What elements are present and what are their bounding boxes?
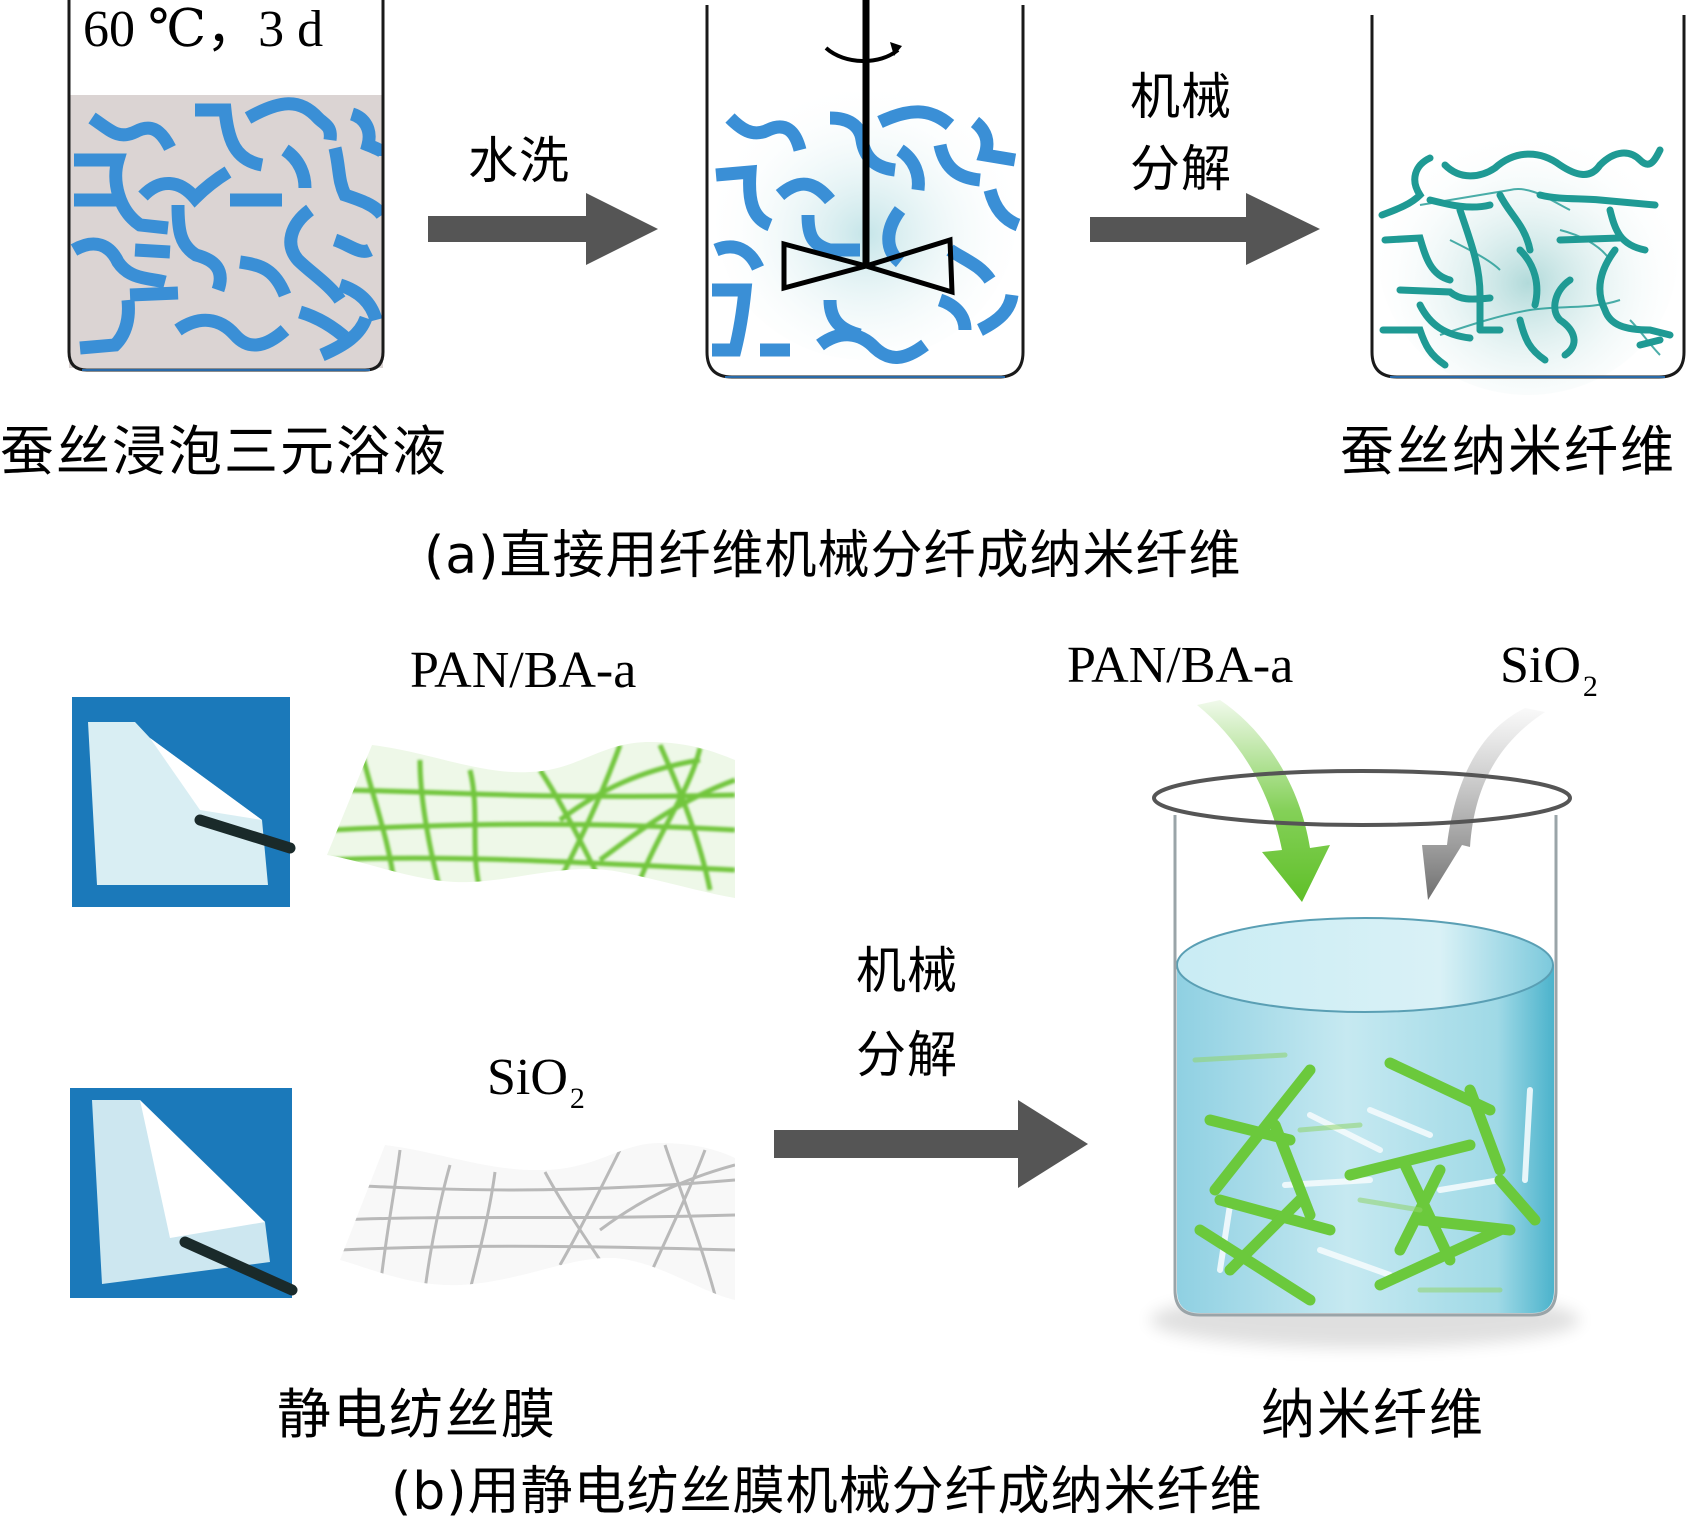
condition-label: 60 ℃，3 d [83,1,324,58]
step-wash-label: 水洗 [468,132,570,190]
end-label-b: 纳米纤维 [1261,1383,1485,1446]
beaker-nanofibers [1372,15,1686,395]
beaker-washing [705,0,1025,379]
tweezers-icon [194,814,296,854]
membrane-pan-label: PAN/BA-a [410,642,637,699]
step-mechanical-label-line2: 分解 [1130,140,1232,198]
formula-base: SiO [1500,637,1581,694]
input-pan-label: PAN/BA-a [1067,637,1294,694]
pan-membrane-schematic [327,742,735,898]
formula-base: SiO [487,1049,568,1106]
photo-pan-membrane [72,697,296,907]
start-label-a: 蚕丝浸泡三元浴液 [0,420,448,483]
arrow-wash [428,193,658,265]
green-input-arrow-icon [1197,700,1330,902]
silk-fibers-washing [712,105,1021,364]
tweezers-icon [179,1236,298,1296]
step-mechanical-b-line2: 分解 [856,1026,958,1084]
formula-subscript: 2 [569,1082,585,1115]
beaker-mixed-nanofibers [1150,700,1580,1348]
fiber-fragments [1192,1052,1541,1306]
silk-fibers [70,97,383,361]
caption-b: (b)用静电纺丝膜机械分纤成纳米纤维 [391,1462,1263,1522]
rotation-arrow-icon [890,42,902,56]
input-sio2-label: SiO2 [1500,640,1598,702]
water-surface [1176,917,1554,1013]
silk-nanofibers [1382,150,1674,369]
arrow-mechanical-b [774,1100,1088,1188]
sio2-membrane-schematic [340,1143,735,1300]
beaker-soaking [67,0,385,372]
step-mechanical-b-line1: 机械 [856,942,958,1000]
stirrer-icon [781,0,955,296]
membrane-sheet [88,722,268,885]
photo-sio2-membrane [70,1088,298,1298]
peeled-corner [140,1100,265,1238]
formula-subscript: 2 [1582,670,1598,703]
gray-input-arrow-icon [1422,708,1545,900]
arrow-mechanical-a [1090,193,1320,265]
start-label-b: 静电纺丝膜 [277,1383,557,1446]
beaker-glass [1173,815,1558,1317]
step-mechanical-label-line1: 机械 [1130,68,1232,126]
peeled-corner [150,738,262,820]
membrane-sio2-label: SiO2 [487,1052,585,1114]
caption-a: (a)直接用纤维机械分纤成纳米纤维 [424,526,1242,586]
beaker-rim [1152,769,1572,827]
end-label-a: 蚕丝纳米纤维 [1340,420,1676,483]
thin-nanofibers [1419,188,1661,356]
